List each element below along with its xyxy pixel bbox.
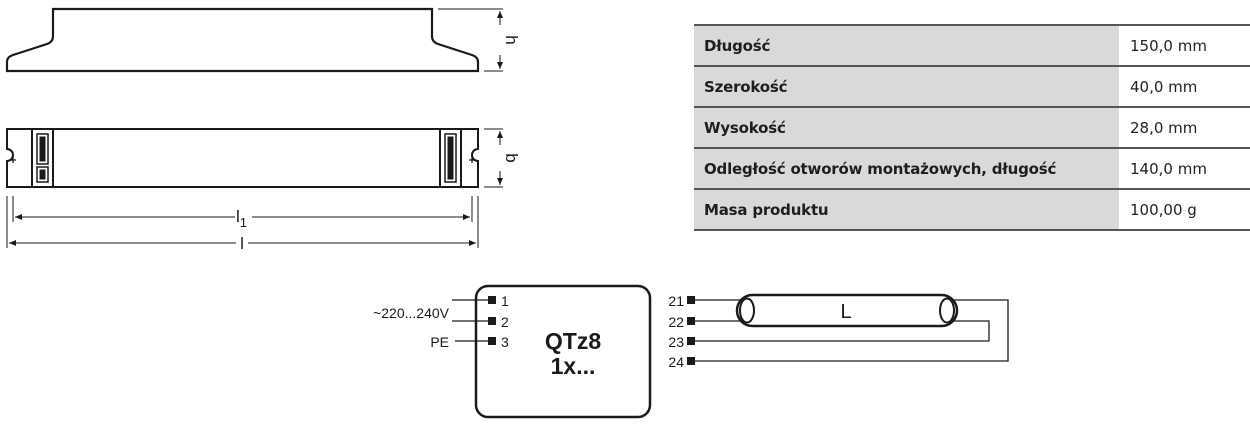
hole-distance-label-main: l bbox=[236, 207, 240, 226]
lamp-cathode-right-icon bbox=[939, 297, 955, 324]
spec-value: 150,0 mm bbox=[1119, 24, 1250, 66]
spec-row: Masa produktu 100,00 g bbox=[694, 188, 1250, 231]
spec-label: Wysokość bbox=[694, 106, 1119, 148]
output-connector-icon bbox=[444, 133, 457, 183]
hole-distance-dimension bbox=[12, 196, 473, 222]
spec-value: 100,00 g bbox=[1119, 188, 1250, 231]
terminal-22-label: 22 bbox=[668, 314, 684, 330]
earth-label: PE bbox=[430, 334, 449, 350]
lamp-label: L bbox=[840, 301, 851, 323]
height-dimension-label: h bbox=[502, 35, 521, 44]
lamp-cathode-left-icon bbox=[739, 297, 755, 324]
spec-row: Szerokość 40,0 mm bbox=[694, 65, 1250, 107]
spec-row: Odległość otworów montażowych, długość 1… bbox=[694, 147, 1250, 189]
lamp-wire-24 bbox=[695, 299, 1009, 362]
spec-value: 28,0 mm bbox=[1119, 106, 1250, 148]
hole-distance-label: l1 bbox=[236, 207, 247, 230]
terminal-21-icon bbox=[687, 296, 695, 304]
spec-value: 40,0 mm bbox=[1119, 65, 1250, 107]
terminal-1-label: 1 bbox=[501, 293, 509, 309]
terminal-22-icon bbox=[687, 317, 695, 325]
terminal-23-icon bbox=[687, 337, 695, 345]
terminal-2-label: 2 bbox=[501, 314, 509, 330]
spec-value: 140,0 mm bbox=[1119, 147, 1250, 189]
ballast-variant: 1x... bbox=[551, 353, 596, 379]
terminal-24-label: 24 bbox=[668, 354, 684, 370]
spec-label: Długość bbox=[694, 24, 1119, 66]
ballast-body bbox=[474, 284, 652, 419]
spec-label: Szerokość bbox=[694, 65, 1119, 107]
wiring-diagram: QTz8 1x... 1 2 3 ~220...240V PE 21 22 23… bbox=[373, 284, 1009, 419]
length-dimension-label: l bbox=[240, 234, 244, 253]
terminal-3-label: 3 bbox=[501, 334, 509, 350]
spec-label: Odległość otworów montażowych, długość bbox=[694, 147, 1119, 189]
top-view bbox=[6, 128, 479, 188]
ballast-name: QTz8 bbox=[545, 328, 601, 354]
supply-voltage-label: ~220...240V bbox=[373, 305, 450, 321]
mounting-hole-left-icon bbox=[10, 157, 16, 163]
width-dimension bbox=[484, 128, 503, 188]
terminal-23-label: 23 bbox=[668, 334, 684, 350]
input-connector-icon bbox=[36, 133, 49, 183]
hole-distance-label-sub: 1 bbox=[240, 215, 247, 230]
terminal-2-icon bbox=[488, 317, 496, 325]
terminal-24-icon bbox=[687, 357, 695, 365]
spec-label: Masa produktu bbox=[694, 188, 1119, 231]
mounting-hole-right-icon bbox=[469, 157, 475, 163]
specifications-table: Długość 150,0 mm Szerokość 40,0 mm Wysok… bbox=[694, 24, 1250, 231]
terminal-3-icon bbox=[488, 337, 496, 345]
terminal-21-label: 21 bbox=[668, 293, 684, 309]
fluorescent-lamp bbox=[735, 293, 959, 328]
housing-side-outline bbox=[5, 7, 480, 73]
side-view bbox=[5, 7, 480, 73]
spec-row: Długość 150,0 mm bbox=[694, 24, 1250, 66]
spec-row: Wysokość 28,0 mm bbox=[694, 106, 1250, 148]
width-dimension-label: b bbox=[502, 153, 521, 162]
terminal-1-icon bbox=[488, 296, 496, 304]
length-dimension bbox=[6, 196, 479, 248]
housing-top-outline bbox=[6, 128, 479, 188]
height-dimension bbox=[438, 8, 503, 72]
lamp-wire-23 bbox=[695, 320, 990, 342]
